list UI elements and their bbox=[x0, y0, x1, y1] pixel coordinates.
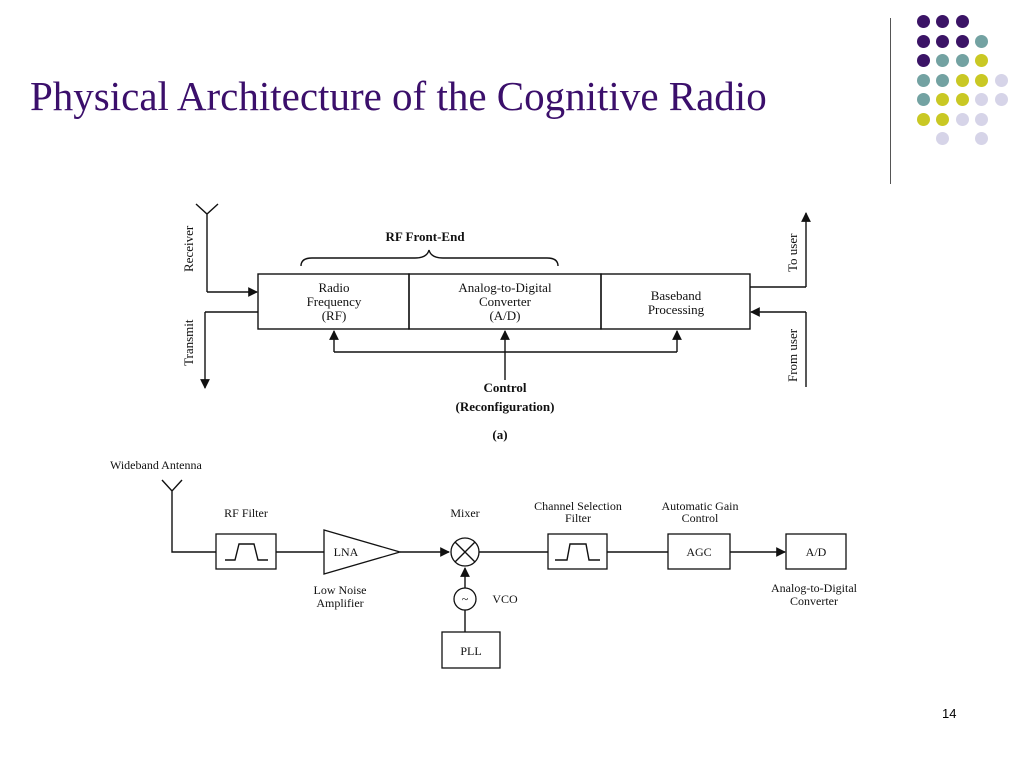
channel-bandpass-icon bbox=[555, 543, 600, 561]
decorative-dot bbox=[955, 54, 969, 67]
reconfiguration-label: (Reconfiguration) bbox=[456, 399, 555, 414]
channel-selection-label: Channel Selection bbox=[534, 499, 622, 513]
slide-title: Physical Architecture of the Cognitive R… bbox=[30, 73, 767, 119]
decorative-dot bbox=[936, 15, 949, 28]
adc-block-line-1: Analog-to-Digital bbox=[458, 280, 552, 295]
rf-filter-label: RF Filter bbox=[224, 506, 268, 520]
decorative-dot bbox=[975, 93, 988, 106]
wideband-antenna-icon bbox=[161, 479, 216, 553]
rf-front-end-label: RF Front-End bbox=[385, 229, 465, 244]
diagram-a-front-end: Receiver Transmit RF Front-End Radio Fre… bbox=[181, 203, 811, 442]
rf-block-line-2: Frequency bbox=[307, 294, 362, 309]
decorative-dot bbox=[994, 93, 1008, 106]
decorative-dot bbox=[955, 112, 969, 126]
ad-label: A/D bbox=[806, 545, 827, 559]
decorative-dot bbox=[975, 73, 988, 87]
decorative-dot bbox=[916, 93, 930, 106]
decorative-dot bbox=[916, 73, 930, 87]
decorative-dot bbox=[916, 112, 930, 126]
decorative-dot bbox=[916, 34, 930, 48]
decorative-dot bbox=[936, 112, 949, 126]
mixer-label: Mixer bbox=[450, 506, 479, 520]
analog-to-digital-label: Analog-to-Digital bbox=[771, 581, 858, 595]
diagram-a-caption: (a) bbox=[492, 427, 507, 442]
pll-label: PLL bbox=[460, 644, 481, 658]
automatic-gain-label: Automatic Gain bbox=[662, 499, 739, 513]
decorative-dot bbox=[994, 73, 1008, 87]
decorative-dot bbox=[975, 132, 988, 145]
ad-block bbox=[785, 533, 847, 570]
rf-block-line-3: (RF) bbox=[322, 308, 347, 323]
decorative-dot bbox=[955, 93, 969, 106]
lna-triangle bbox=[323, 529, 403, 575]
wideband-antenna-label: Wideband Antenna bbox=[110, 458, 202, 472]
from-user-label: From user bbox=[785, 328, 800, 382]
decorative-dot bbox=[936, 93, 949, 106]
vco-label: VCO bbox=[492, 592, 518, 606]
vco-symbol: ~ bbox=[462, 592, 469, 606]
front-end-brace bbox=[300, 249, 559, 267]
adc-block-line-2: Converter bbox=[479, 294, 532, 309]
page-number: 14 bbox=[942, 706, 957, 721]
baseband-block bbox=[600, 273, 751, 330]
rf-block-line-1: Radio bbox=[318, 280, 349, 295]
decorative-dot bbox=[955, 34, 969, 48]
rf-filter-block bbox=[215, 533, 277, 570]
decorative-dot bbox=[975, 34, 988, 48]
lna-label: LNA bbox=[334, 545, 359, 559]
decorative-dot bbox=[936, 54, 949, 67]
pll-block bbox=[441, 631, 501, 669]
baseband-block-line-1: Baseband bbox=[651, 288, 702, 303]
bandpass-icon bbox=[225, 543, 268, 561]
decorative-dot bbox=[936, 34, 949, 48]
control-label: Control bbox=[483, 380, 526, 395]
to-user-label: To user bbox=[785, 233, 800, 272]
amplifier-label: Amplifier bbox=[316, 596, 363, 610]
decorative-dot bbox=[975, 112, 988, 126]
decorative-dot bbox=[955, 15, 969, 28]
converter-label: Converter bbox=[790, 594, 838, 608]
decorative-dot bbox=[936, 73, 949, 87]
adc-block-line-3: (A/D) bbox=[489, 308, 520, 323]
decorative-dot bbox=[936, 132, 949, 145]
agc-label: AGC bbox=[686, 545, 711, 559]
baseband-block-line-2: Processing bbox=[648, 302, 705, 317]
channel-filter-block bbox=[547, 533, 608, 570]
decorative-dot bbox=[916, 54, 930, 67]
decorative-dot bbox=[955, 73, 969, 87]
transmit-label: Transmit bbox=[181, 319, 196, 366]
receiver-antenna-icon bbox=[195, 203, 219, 292]
receiver-label: Receiver bbox=[181, 225, 196, 272]
decorative-dot bbox=[916, 15, 930, 28]
title-divider bbox=[890, 18, 891, 184]
low-noise-label: Low Noise bbox=[314, 583, 367, 597]
agc-control-label: Control bbox=[682, 511, 719, 525]
decorative-dot bbox=[975, 54, 988, 67]
channel-filter-label: Filter bbox=[565, 511, 591, 525]
diagram-b-receiver-chain: Wideband Antenna RF Filter LNA Low Noise… bbox=[110, 458, 858, 669]
